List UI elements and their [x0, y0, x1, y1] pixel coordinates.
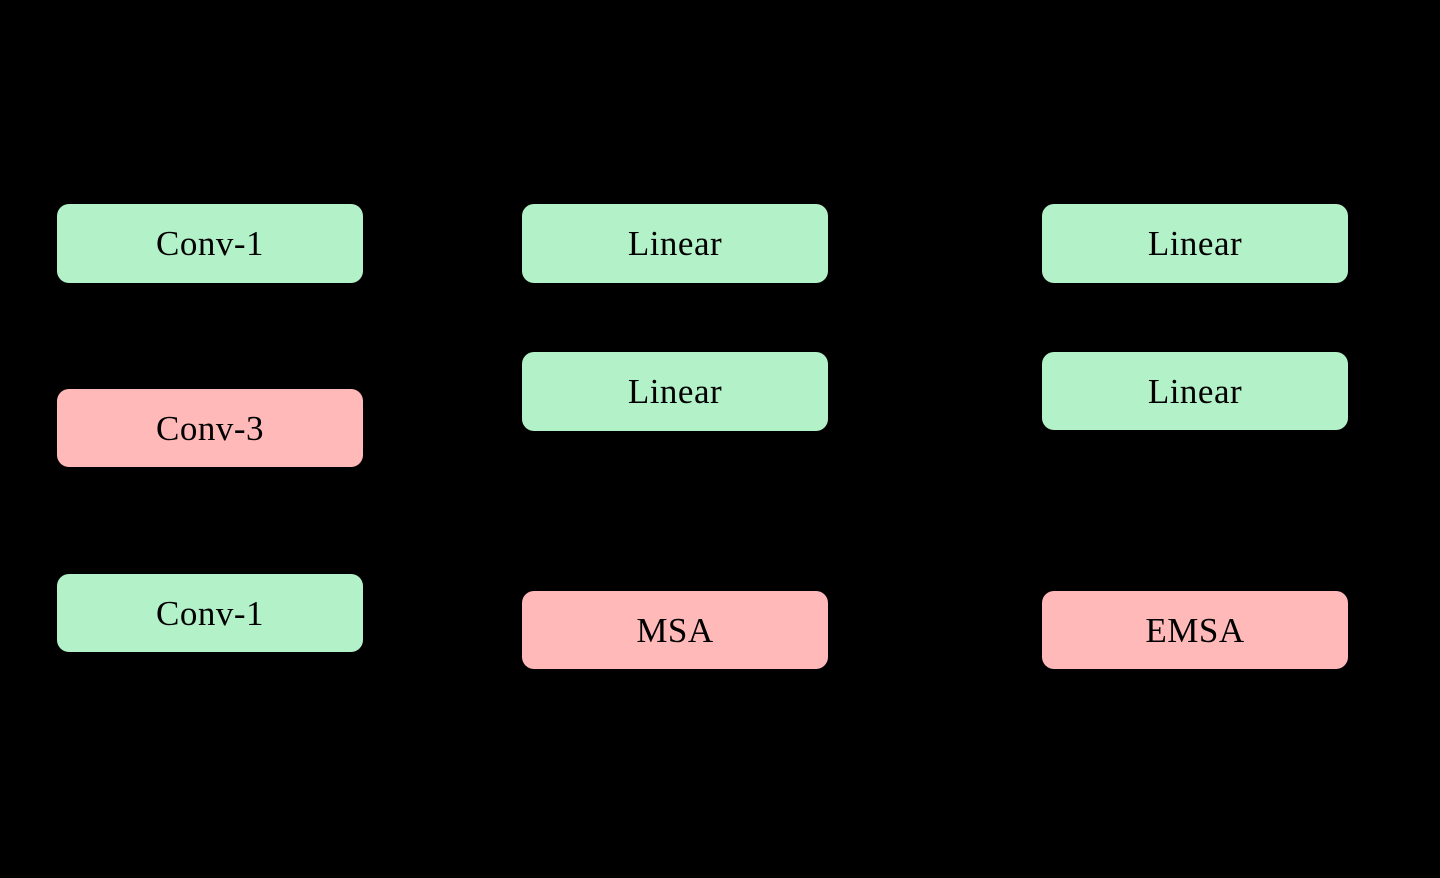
block-label: Conv-1: [156, 224, 264, 263]
block-label: Conv-3: [156, 408, 264, 448]
block-linear-mid-middle: Linear: [522, 352, 828, 431]
block-label: Conv-1: [156, 593, 264, 633]
block-label: Linear: [1147, 371, 1243, 411]
block-label: Linear: [1147, 224, 1243, 263]
block-conv1-bottom-left: Conv-1: [57, 574, 363, 652]
block-emsa: EMSA: [1042, 591, 1348, 669]
block-label: Linear: [627, 372, 723, 411]
block-label: MSA: [636, 610, 714, 650]
block-linear-top-right: Linear: [1042, 204, 1348, 283]
block-conv3-left: Conv-3: [57, 389, 363, 467]
block-label: Linear: [627, 224, 723, 263]
block-linear-mid-right: Linear: [1042, 352, 1348, 430]
block-conv1-top-left: Conv-1: [57, 204, 363, 283]
block-msa: MSA: [522, 591, 828, 669]
block-linear-top-middle: Linear: [522, 204, 828, 283]
block-label: EMSA: [1145, 610, 1245, 650]
